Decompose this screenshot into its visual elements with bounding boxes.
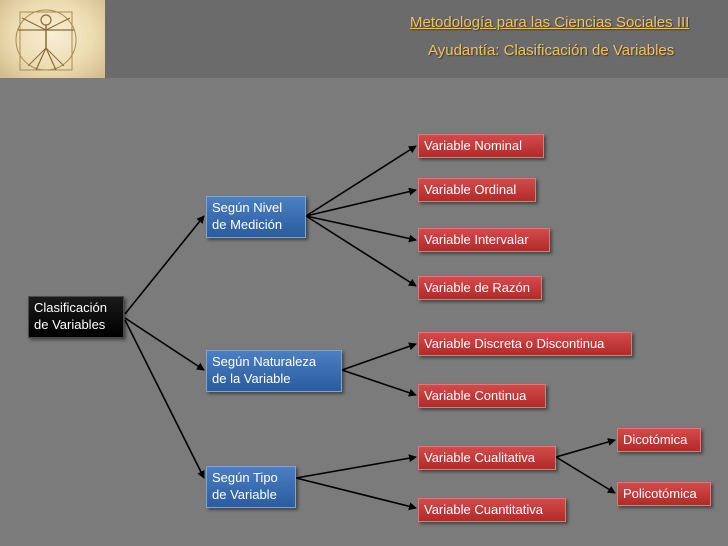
connector-nivel-ordinal (305, 187, 417, 217)
node-nivel-line1: Según Nivel (212, 200, 283, 215)
connector-root-nivel (124, 215, 205, 315)
node-tipo-line2: de Variable (212, 487, 277, 502)
connector-cualitativa-dicotomica (555, 438, 616, 458)
node-variable-discreta: Variable Discreta o Discontinua (418, 332, 632, 356)
connector-root-tipo (124, 319, 205, 479)
slide-header: Metodología para las Ciencias Sociales I… (0, 0, 728, 78)
node-root-line1: Clasificación (34, 300, 107, 315)
connector-root-naturaleza (124, 317, 205, 371)
connector-tipo-cuantitativa (295, 477, 417, 511)
node-tipo-line1: Según Tipo (212, 470, 278, 485)
node-segun-naturaleza-de-la-variable: Según Naturaleza de la Variable (206, 350, 342, 392)
node-variable-ordinal: Variable Ordinal (418, 178, 536, 202)
connector-nivel-intervalar (305, 215, 417, 243)
connector-nivel-nominal (305, 145, 417, 217)
node-variable-cualitativa: Variable Cualitativa (418, 446, 556, 470)
node-dicotomica: Dicotómica (617, 428, 701, 452)
node-variable-continua: Variable Continua (418, 384, 546, 408)
connector-naturaleza-continua (341, 369, 417, 397)
node-clasificacion-de-variables: Clasificación de Variables (28, 296, 124, 338)
header-bar (105, 0, 728, 78)
connector-cualitativa-policotomica (555, 456, 616, 494)
connector-tipo-cualitativa (295, 454, 417, 479)
node-variable-cuantitativa: Variable Cuantitativa (418, 498, 566, 522)
slide-title: Metodología para las Ciencias Sociales I… (410, 14, 690, 31)
slide-subtitle: Ayudantía: Clasificación de Variables (428, 42, 675, 59)
node-variable-intervalar: Variable Intervalar (418, 228, 550, 252)
node-policotomica: Policotómica (617, 482, 711, 506)
node-segun-tipo-de-variable: Según Tipo de Variable (206, 466, 296, 508)
node-root-line2: de Variables (34, 317, 106, 332)
node-variable-de-razon: Variable de Razón (418, 276, 542, 300)
connector-nivel-razon (305, 215, 417, 287)
vitruvian-man-icon (15, 9, 77, 71)
node-segun-nivel-de-medicion: Según Nivel de Medición (206, 196, 306, 238)
node-nivel-line2: de Medición (212, 217, 283, 232)
node-naturaleza-line1: Según Naturaleza (212, 354, 317, 369)
node-variable-nominal: Variable Nominal (418, 134, 544, 158)
node-naturaleza-line2: de la Variable (212, 371, 291, 386)
connector-naturaleza-discreta (341, 342, 417, 371)
vitruvian-man-logo (0, 0, 105, 78)
